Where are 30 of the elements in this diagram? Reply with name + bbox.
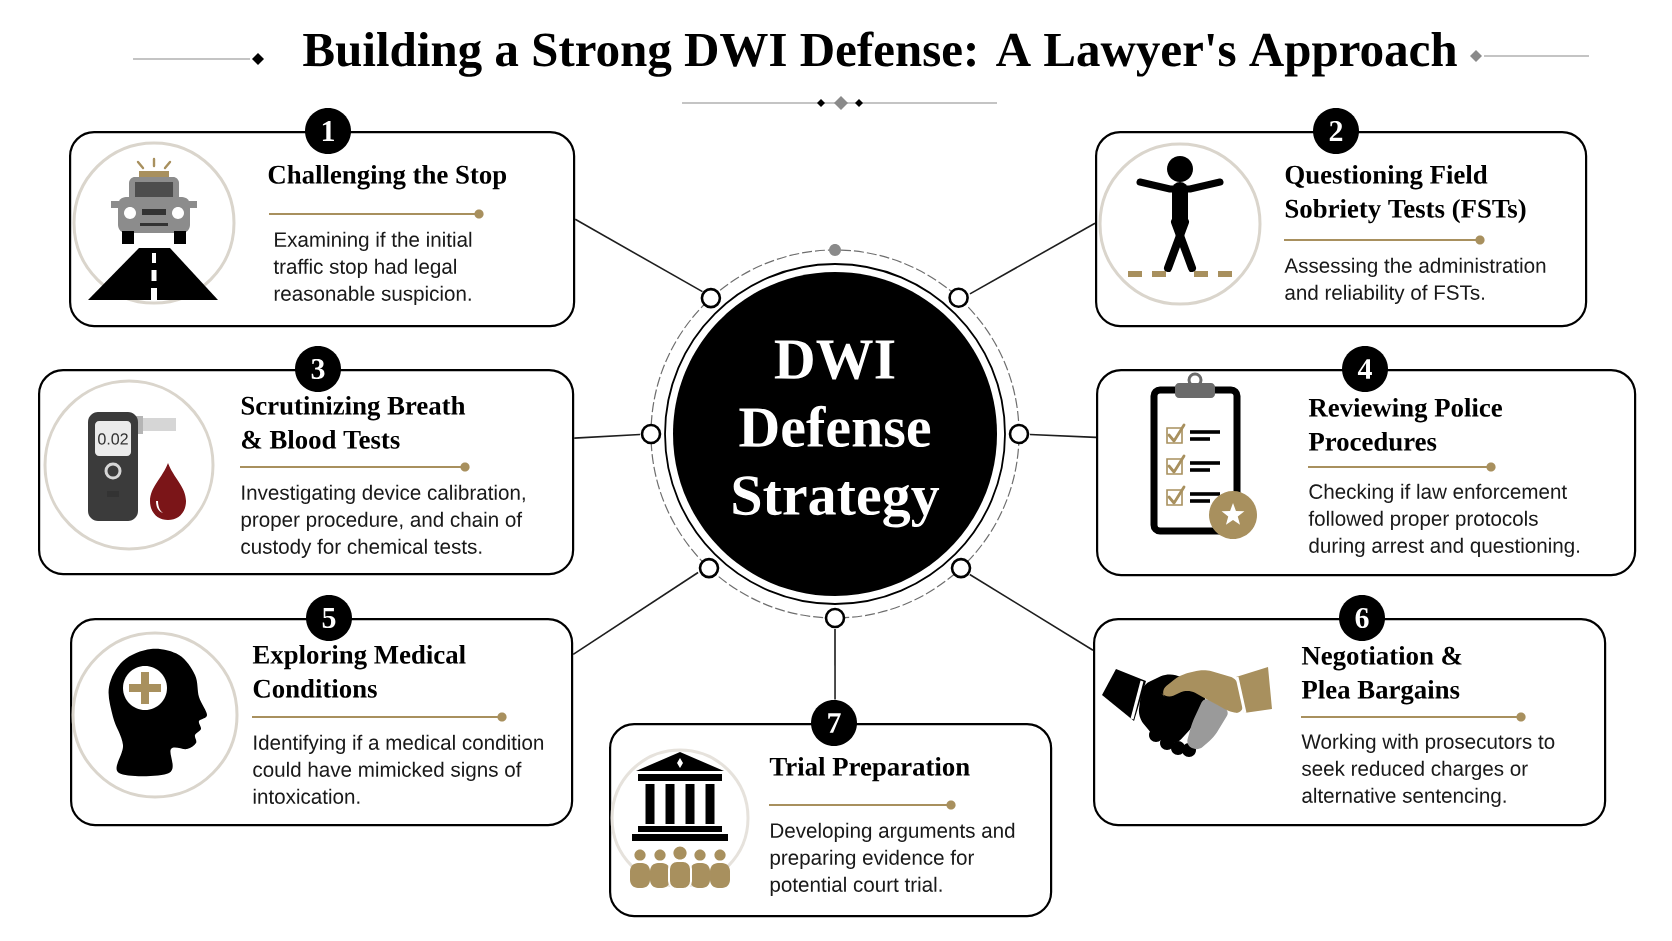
number-badge: 4 [1342, 346, 1388, 392]
connector-line [1029, 433, 1097, 439]
card-text: Identifying if a medical condition could have mimicked signs of intoxication. [253, 734, 543, 804]
connector-line [968, 573, 1094, 652]
card-heading: Exploring Medical Conditions [252, 644, 466, 698]
connector-line [572, 571, 699, 656]
number-badge: 7 [811, 700, 857, 746]
card-text: Investigating device calibration, proper procedure, and chain of custody for chemical tests. [241, 484, 525, 558]
card-text: Examining if the initial traffic stop had legal reasonable suspicion. [273, 231, 472, 305]
connector-line [834, 628, 836, 701]
card-heading: Scrutinizing Breath & Blood Tests [241, 395, 466, 449]
title: Building a Strong DWI Defense: A Lawyer's Approach [303, 31, 1457, 77]
card-text: Assessing the administration and reliability of FSTs. [1284, 257, 1546, 304]
connector-line [969, 222, 1096, 295]
card-heading: Trial Preparation [769, 756, 970, 782]
display-reading: 0.02 [98, 433, 128, 445]
connector-line [574, 218, 704, 293]
number-badge: 6 [1339, 595, 1385, 641]
card-heading: Negotiation & Plea Bargains [1301, 645, 1462, 705]
number-badge: 5 [306, 595, 352, 641]
card-heading: Challenging the Stop [268, 164, 507, 190]
connector-line [573, 433, 641, 439]
card-heading: Reviewing Police Procedures [1308, 397, 1502, 451]
card-heading: Questioning Field Sobriety Tests (FSTs) [1285, 164, 1526, 224]
number-badge: 3 [295, 346, 341, 392]
card-text: Checking if law enforcement followed proper protocols during arrest and questioning. [1308, 483, 1580, 557]
number-badge: 1 [305, 108, 351, 154]
card-text: Working with prosecutors to seek reduced charges or alternative sentencing. [1301, 733, 1555, 807]
number-badge: 2 [1313, 108, 1359, 154]
card-text: Developing arguments and preparing evidence for potential court trial. [770, 822, 1015, 896]
